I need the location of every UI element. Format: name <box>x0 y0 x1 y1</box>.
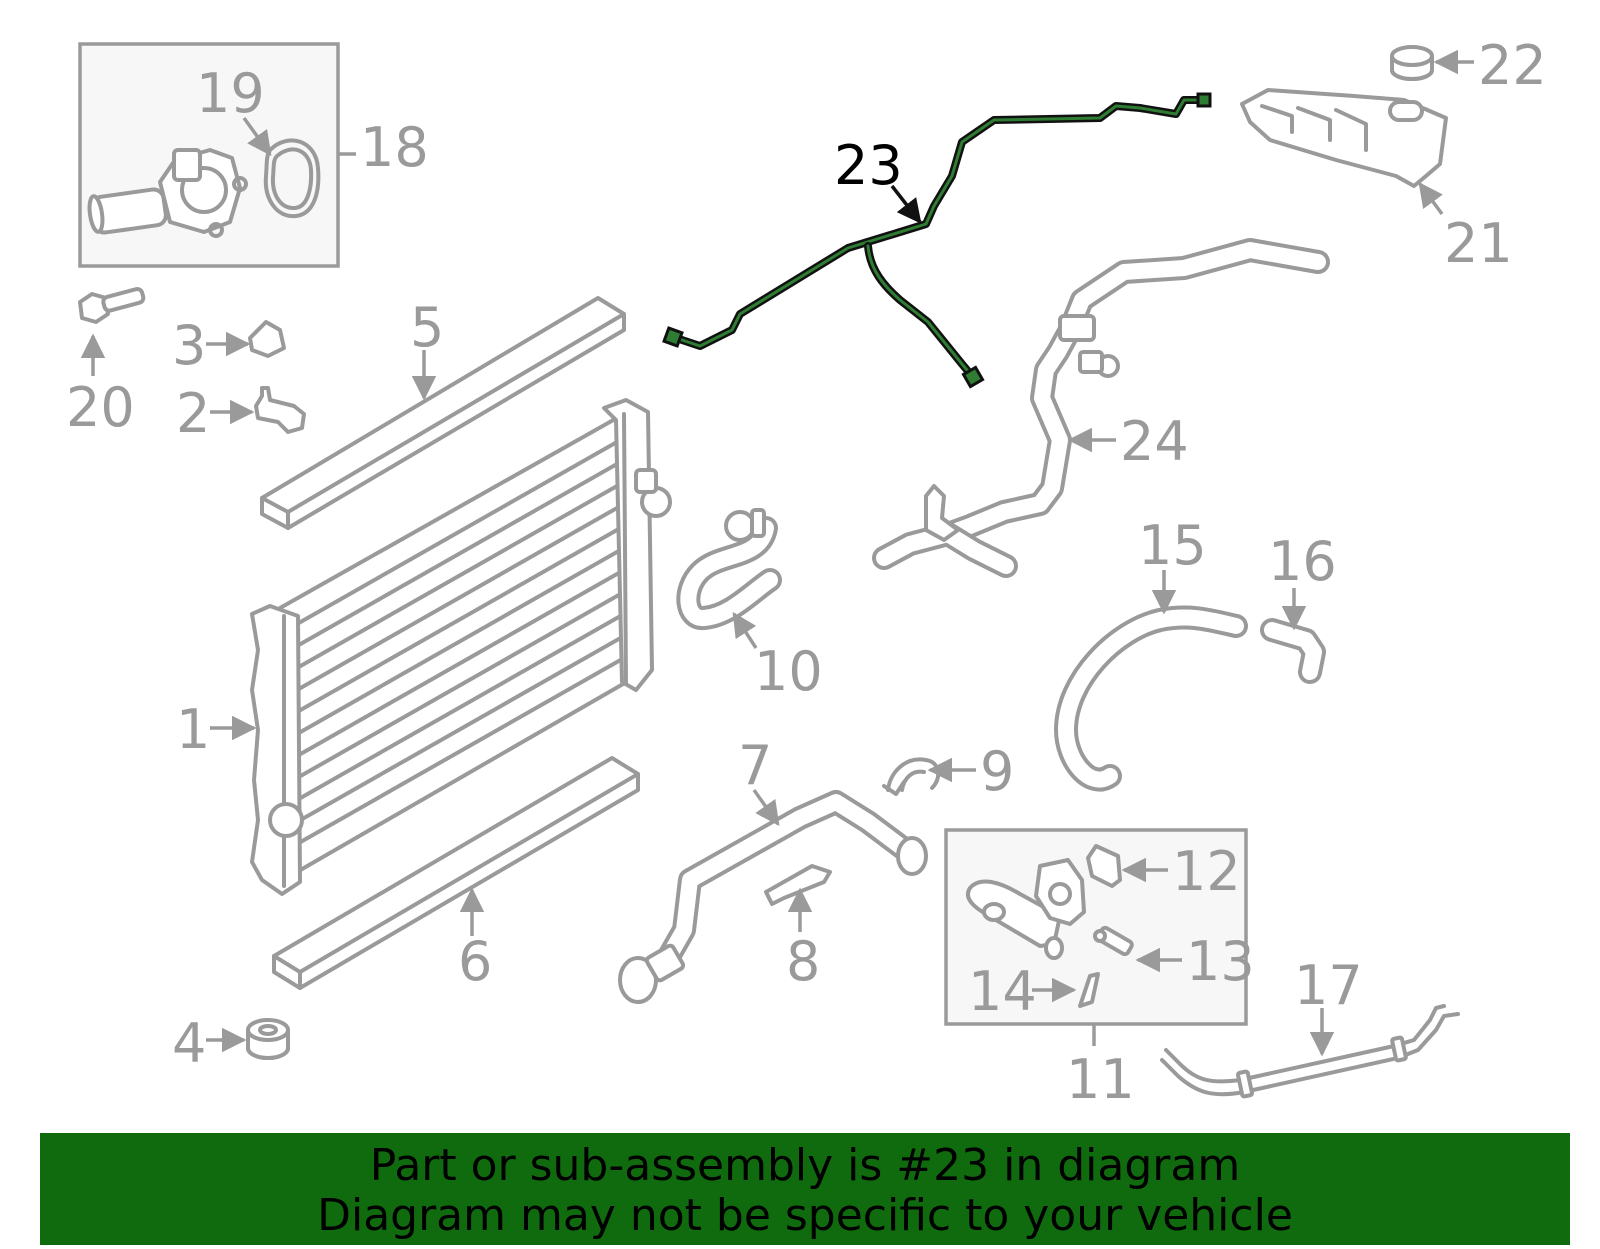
bolt-20[interactable]: 20 <box>66 287 146 439</box>
thermostat-housing-group[interactable]: 19 18 <box>78 42 429 268</box>
callout-2[interactable]: 2 <box>176 382 210 445</box>
callout-22[interactable]: 22 <box>1478 34 1547 97</box>
callout-12[interactable]: 12 <box>1172 840 1241 903</box>
lower-seal-6[interactable]: 6 <box>272 756 640 993</box>
hose-assembly-24[interactable]: 24 <box>872 238 1330 578</box>
lower-hose-7[interactable]: 7 <box>618 734 928 1004</box>
grommet-4[interactable]: 4 <box>172 1012 290 1075</box>
callout-17[interactable]: 17 <box>1294 954 1363 1017</box>
banner-line-disclaimer: Diagram may not be specific to your vehi… <box>317 1190 1293 1241</box>
hose-10[interactable]: 10 <box>676 508 823 703</box>
info-banner: Part or sub-assembly is #23 in diagram D… <box>40 1133 1570 1245</box>
harness-connector-bottom <box>961 365 985 389</box>
water-outlet-group[interactable]: 12 13 14 11 <box>944 828 1255 1111</box>
sensor-13[interactable]: 13 <box>1093 925 1255 993</box>
bracket-8[interactable]: 8 <box>764 864 832 993</box>
radiator-1[interactable]: 1 <box>176 398 672 896</box>
callout-4[interactable]: 4 <box>172 1012 206 1075</box>
callout-24[interactable]: 24 <box>1120 410 1189 473</box>
callout-16[interactable]: 16 <box>1268 530 1337 593</box>
upper-seal-5[interactable]: 5 <box>260 296 626 530</box>
water-outlet[interactable] <box>966 858 1086 960</box>
callout-23[interactable]: 23 <box>834 134 903 197</box>
hose-16[interactable]: 16 <box>1260 530 1337 684</box>
banner-line-part: Part or sub-assembly is #23 in diagram <box>369 1140 1241 1191</box>
callout-line-23 <box>890 184 922 224</box>
callout-7[interactable]: 7 <box>738 734 772 797</box>
thermostat-housing[interactable] <box>87 148 248 238</box>
callout-1[interactable]: 1 <box>176 698 210 761</box>
harness-connector-top <box>1196 92 1212 108</box>
gasket-14[interactable]: 14 <box>968 960 1100 1023</box>
callout-6[interactable]: 6 <box>458 930 492 993</box>
thermostat-gasket[interactable] <box>263 138 321 219</box>
callout-5[interactable]: 5 <box>410 296 444 359</box>
callout-13[interactable]: 13 <box>1186 930 1255 993</box>
hose-15[interactable]: 15 <box>1054 514 1248 792</box>
callout-8[interactable]: 8 <box>786 930 820 993</box>
harness-connector-left <box>662 326 684 348</box>
callout-9[interactable]: 9 <box>980 740 1014 803</box>
sensor-cover-12[interactable]: 12 <box>1086 840 1241 903</box>
clip-3[interactable]: 3 <box>172 314 286 377</box>
callout-line-19 <box>242 116 272 156</box>
callout-18[interactable]: 18 <box>360 116 429 179</box>
bracket-2[interactable]: 2 <box>176 382 306 445</box>
wiring-harness-23[interactable]: 23 <box>662 92 1212 389</box>
tube-17[interactable]: 17 <box>1160 954 1460 1099</box>
callout-3[interactable]: 3 <box>172 314 206 377</box>
callout-11[interactable]: 11 <box>1066 1048 1135 1111</box>
callout-10[interactable]: 10 <box>754 640 823 703</box>
callout-15[interactable]: 15 <box>1138 514 1207 577</box>
callout-21[interactable]: 21 <box>1444 212 1513 275</box>
callout-14[interactable]: 14 <box>968 960 1037 1023</box>
reservoir-21[interactable]: 21 <box>1240 88 1513 275</box>
radiator-fins <box>288 436 626 850</box>
callout-19[interactable]: 19 <box>196 62 265 125</box>
callout-20[interactable]: 20 <box>66 376 135 439</box>
clamp-9[interactable]: 9 <box>882 740 1014 803</box>
reservoir-cap-22[interactable]: 22 <box>1390 34 1547 97</box>
